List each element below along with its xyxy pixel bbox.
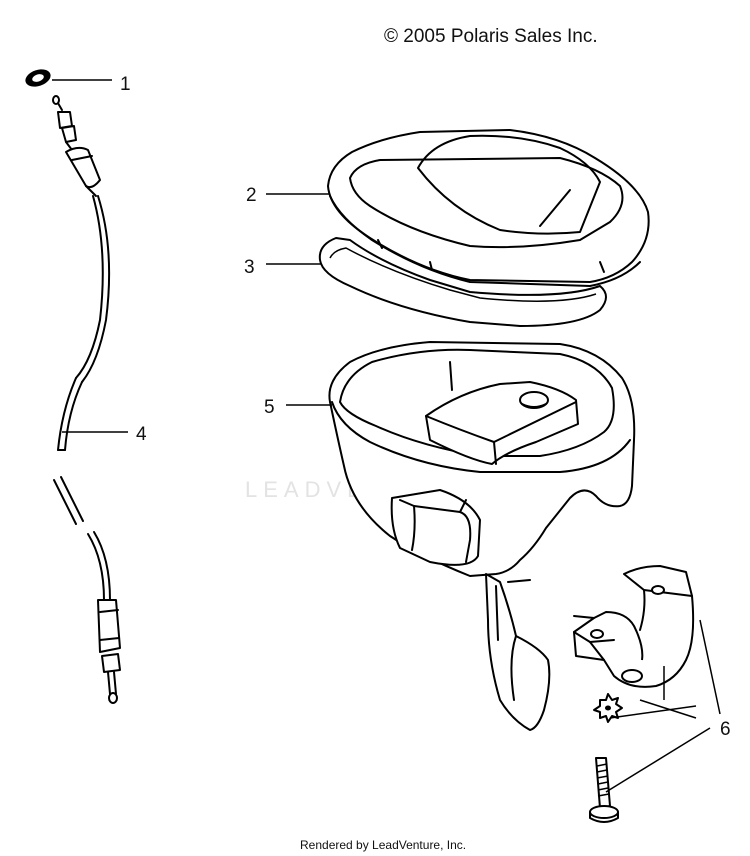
footer-credit: Rendered by LeadVenture, Inc. [300,838,467,852]
callout-6: 6 [720,719,731,740]
callout-5: 5 [264,397,275,418]
callout-2: 2 [246,185,257,206]
part-1-o-ring[interactable] [23,66,53,89]
callout-3: 3 [244,257,255,278]
part-2-cover[interactable] [327,129,650,287]
part-3-gasket[interactable] [318,237,607,327]
callout-leaders [52,79,332,433]
callout-4: 4 [136,424,147,445]
part-4-cable[interactable] [52,95,121,704]
part-6-clamp-set[interactable] [573,565,721,823]
part-5-housing[interactable] [328,341,636,731]
callout-1: 1 [120,74,131,95]
copyright-notice: © 2005 Polaris Sales Inc. [384,26,598,47]
